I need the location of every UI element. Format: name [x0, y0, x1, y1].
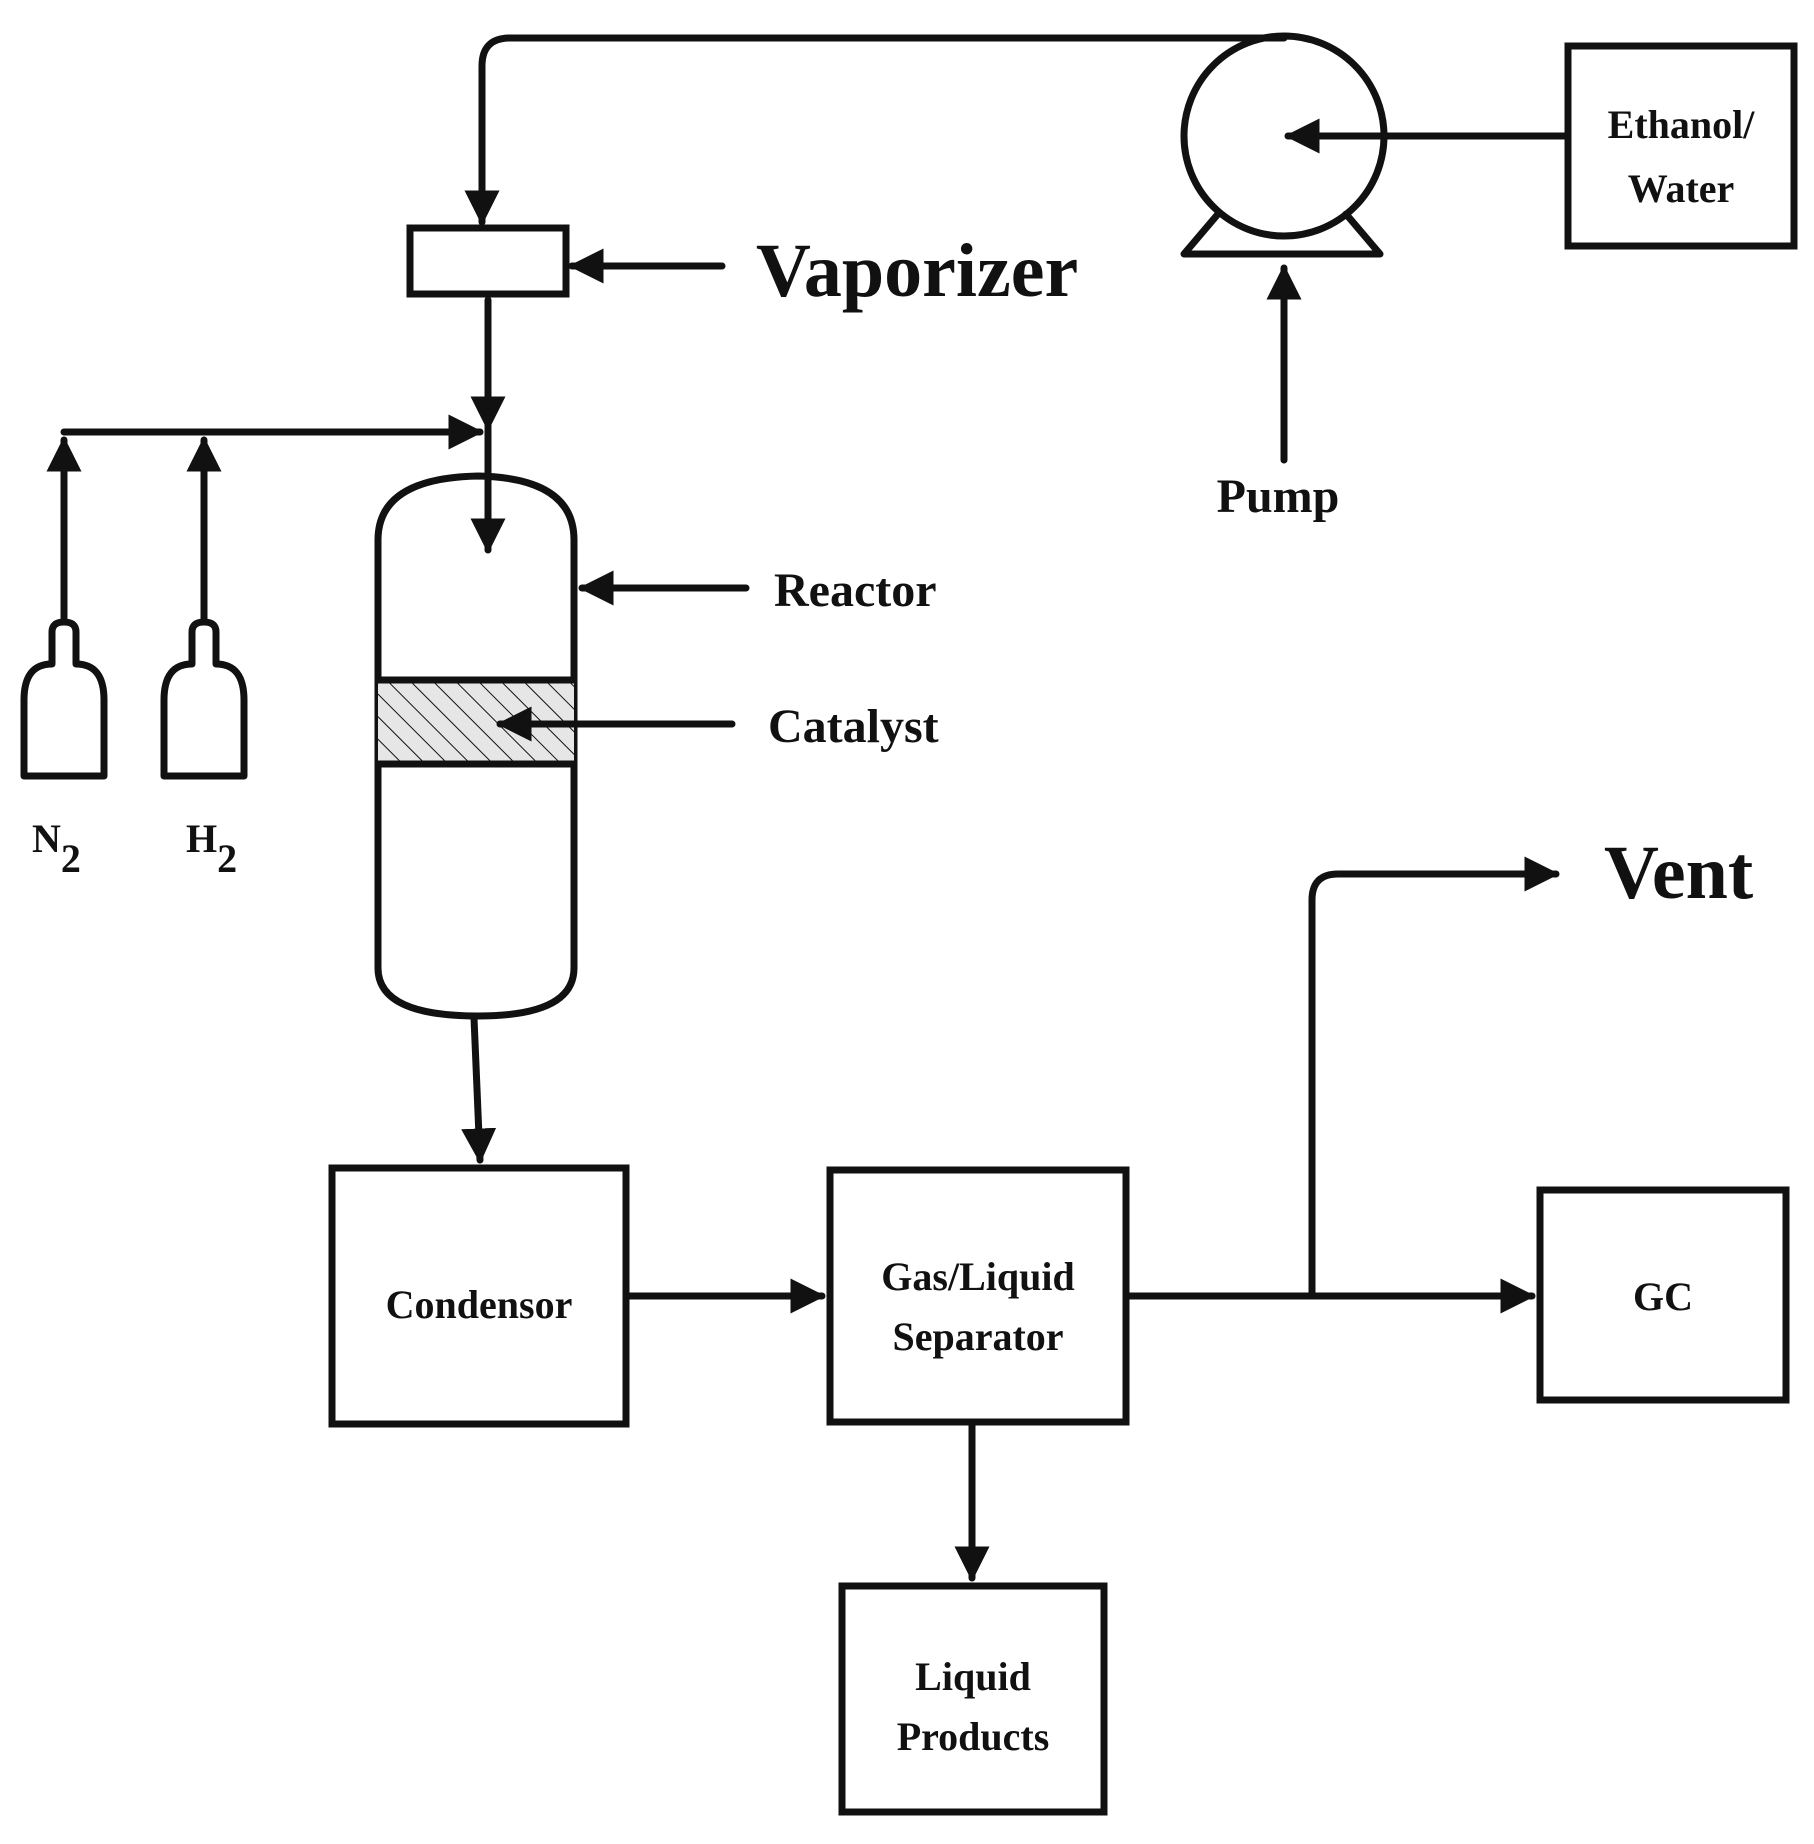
- vent-label: Vent: [1604, 831, 1753, 915]
- separator-label-line2: Separator: [892, 1314, 1063, 1359]
- separator-label-line1: Gas/Liquid: [881, 1254, 1074, 1299]
- gc-label: GC: [1633, 1274, 1693, 1319]
- liquid-products-label-line2: Products: [897, 1714, 1050, 1759]
- feed-label-line1: Ethanol/: [1608, 102, 1756, 147]
- h2-cylinder-icon: [160, 618, 248, 780]
- pump-label: Pump: [1217, 470, 1340, 523]
- n2-label: N2: [32, 816, 81, 881]
- feed-label-line2: Water: [1628, 166, 1735, 211]
- catalyst-label: Catalyst: [768, 700, 939, 753]
- liquid-products-label-line1: Liquid: [915, 1654, 1031, 1699]
- vaporizer-box: [406, 224, 570, 298]
- vaporizer-label: Vaporizer: [756, 229, 1078, 313]
- condensor-label: Condensor: [386, 1282, 573, 1327]
- ethanol-water-box: Ethanol/ Water: [1564, 42, 1798, 250]
- gc-box: GC: [1536, 1186, 1790, 1404]
- liquid-products-box: Liquid Products: [838, 1582, 1108, 1816]
- vent-line: [1308, 856, 1560, 1300]
- pump-icon: [1180, 32, 1388, 258]
- h2-label: H2: [186, 816, 237, 881]
- pump-to-vaporizer-line: [464, 34, 1288, 226]
- condensor-box: Condensor: [328, 1164, 630, 1428]
- reactor-label: Reactor: [774, 564, 937, 617]
- reactor-to-condensor-line: [461, 1014, 497, 1164]
- n2-cylinder-icon: [20, 618, 108, 780]
- reactor-vessel-icon: [374, 472, 578, 1020]
- separator-box: Gas/Liquid Separator: [826, 1166, 1130, 1426]
